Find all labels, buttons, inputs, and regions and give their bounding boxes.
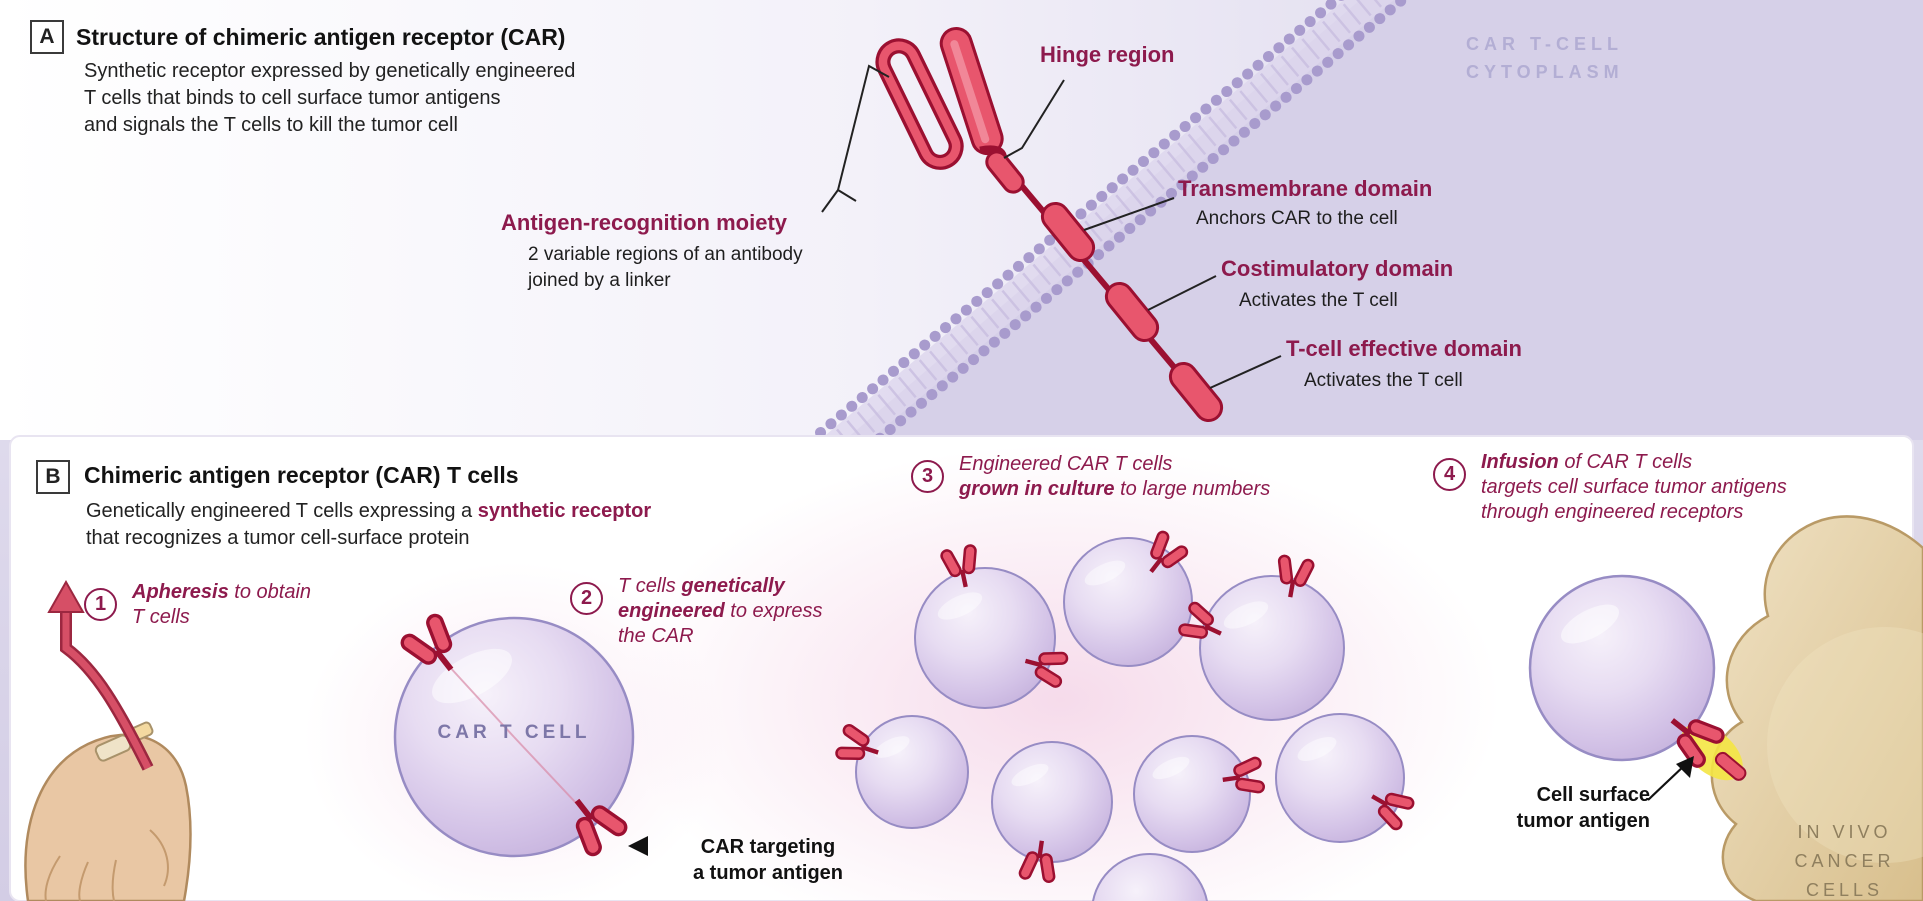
step-3-number: 3 bbox=[911, 460, 944, 493]
infusion-cell bbox=[1528, 574, 1747, 781]
transmembrane-title: Transmembrane domain bbox=[1178, 176, 1433, 201]
step-4-number: 4 bbox=[1433, 458, 1466, 491]
antigen-leader-line bbox=[821, 189, 839, 213]
step-text: through engineered receptors bbox=[1481, 501, 1744, 523]
description-line: Synthetic receptor expressed by genetica… bbox=[84, 60, 576, 82]
cell-membrane-bilayer bbox=[752, 0, 1411, 523]
panel-b-description: Genetically engineered T cells expressin… bbox=[86, 498, 651, 552]
label-line: tumor antigen bbox=[1516, 810, 1650, 832]
panel-b-title: Chimeric antigen receptor (CAR) T cells bbox=[84, 462, 519, 488]
label-line: CAR targeting bbox=[700, 836, 836, 858]
step-2-text: T cells genetically engineered to expres… bbox=[618, 574, 868, 649]
sub-line: 2 variable regions of an antibody bbox=[528, 244, 803, 265]
costimulatory-sub: Activates the T cell bbox=[1239, 290, 1398, 311]
step-text-bold: Apheresis bbox=[132, 581, 229, 603]
cytoplasm-region bbox=[845, 0, 1923, 440]
step-text: Engineered CAR T cells bbox=[959, 453, 1173, 475]
label-line: CELLS bbox=[1805, 880, 1884, 900]
cytoplasm-line: CYTOPLASM bbox=[1466, 62, 1624, 82]
effector-sub: Activates the T cell bbox=[1304, 370, 1463, 391]
cancer-cell bbox=[1710, 515, 1923, 901]
cytoplasm-line: CAR T-CELL bbox=[1466, 34, 1623, 54]
costimulatory-title: Costimulatory domain bbox=[1221, 256, 1454, 281]
car-t-cell-label: CAR T CELL bbox=[437, 722, 591, 743]
label-line: Cell surface bbox=[1536, 784, 1650, 806]
hinge-leader-line bbox=[1003, 79, 1065, 159]
step-text-bold: genetically bbox=[681, 575, 785, 597]
description-bold: synthetic receptor bbox=[477, 500, 652, 522]
step-text: to large numbers bbox=[1114, 478, 1271, 500]
step-text-bold: Infusion bbox=[1481, 451, 1559, 473]
step-text: to express bbox=[724, 600, 823, 622]
step-text: of CAR T cells bbox=[1558, 451, 1693, 473]
description-line: that recognizes a tumor cell-surface pro… bbox=[86, 527, 470, 549]
transmembrane-sub: Anchors CAR to the cell bbox=[1196, 208, 1398, 229]
step-text-bold: grown in culture bbox=[959, 478, 1115, 500]
step-text: to obtain bbox=[228, 581, 312, 603]
panel-a-leader-lines bbox=[821, 64, 1282, 389]
car-t-cell-sphere bbox=[393, 610, 635, 860]
panel-a-label: A bbox=[30, 20, 64, 54]
step-3-text: Engineered CAR T cells grown in culture … bbox=[959, 452, 1339, 502]
cultured-cells-cluster bbox=[833, 528, 1416, 901]
label-line: IN VIVO bbox=[1797, 822, 1892, 842]
step-text: T cells bbox=[132, 606, 190, 628]
costimulatory-leader-line bbox=[1147, 275, 1217, 311]
cytoplasm-label: CAR T-CELL CYTOPLASM bbox=[1466, 30, 1624, 86]
effector-leader-line bbox=[1209, 355, 1282, 389]
panel-b-label-arrows bbox=[628, 756, 1694, 856]
panel-b-label: B bbox=[36, 460, 70, 494]
step-text: targets cell surface tumor antigens bbox=[1481, 476, 1787, 498]
cell-surface-antigen-label: Cell surface tumor antigen bbox=[1450, 782, 1650, 834]
effector-domain-shape bbox=[1168, 361, 1224, 423]
cell-surface-arrowhead bbox=[1676, 756, 1694, 778]
hinge-region-label: Hinge region bbox=[1040, 42, 1175, 67]
panel-a-title: Structure of chimeric antigen receptor (… bbox=[76, 24, 566, 50]
car-targeting-arrowhead bbox=[628, 836, 648, 856]
antigen-bracket bbox=[836, 64, 890, 202]
antigen-loop-ring bbox=[875, 38, 964, 170]
description-line: T cells that binds to cell surface tumor… bbox=[84, 87, 501, 109]
costimulatory-domain-shape bbox=[1104, 281, 1160, 343]
arm-illustration bbox=[24, 579, 192, 901]
description-text: Genetically engineered T cells expressin… bbox=[86, 500, 478, 522]
step-1-text: Apheresis to obtain T cells bbox=[132, 580, 352, 630]
transmembrane-domain-shape bbox=[1040, 201, 1096, 263]
car-targeting-label: CAR targeting a tumor antigen bbox=[658, 834, 878, 886]
apheresis-arrowhead bbox=[47, 579, 85, 613]
antigen-moiety-sub: 2 variable regions of an antibody joined… bbox=[528, 242, 803, 294]
step-1-number: 1 bbox=[84, 588, 117, 621]
apheresis-arrow bbox=[62, 612, 152, 770]
step-text: the CAR bbox=[618, 625, 694, 647]
sub-line: joined by a linker bbox=[528, 270, 671, 291]
hinge-stem bbox=[985, 150, 1025, 194]
in-vivo-cancer-cells-label: IN VIVO CANCER CELLS bbox=[1772, 818, 1917, 901]
panel-a-description: Synthetic receptor expressed by genetica… bbox=[84, 58, 575, 139]
step-text: T cells bbox=[618, 575, 682, 597]
description-line: Genetically engineered T cells expressin… bbox=[86, 498, 651, 525]
description-line: and signals the T cells to kill the tumo… bbox=[84, 114, 458, 136]
receptor-chain-axis bbox=[997, 158, 1203, 400]
step-2-number: 2 bbox=[570, 582, 603, 615]
effector-title: T-cell effective domain bbox=[1286, 336, 1522, 361]
antigen-moiety-title: Antigen-recognition moiety bbox=[501, 210, 787, 235]
label-line: CANCER bbox=[1794, 851, 1895, 871]
tumor-antigen-shape bbox=[1714, 751, 1747, 781]
step-4-text: Infusion of CAR T cells targets cell sur… bbox=[1481, 450, 1861, 525]
label-line: a tumor antigen bbox=[692, 862, 843, 884]
cell-surface-leader-line bbox=[1647, 763, 1687, 801]
transmembrane-leader-line bbox=[1083, 197, 1175, 231]
step-text-bold: engineered bbox=[618, 600, 725, 622]
car-receptor-structure bbox=[875, 26, 1224, 423]
